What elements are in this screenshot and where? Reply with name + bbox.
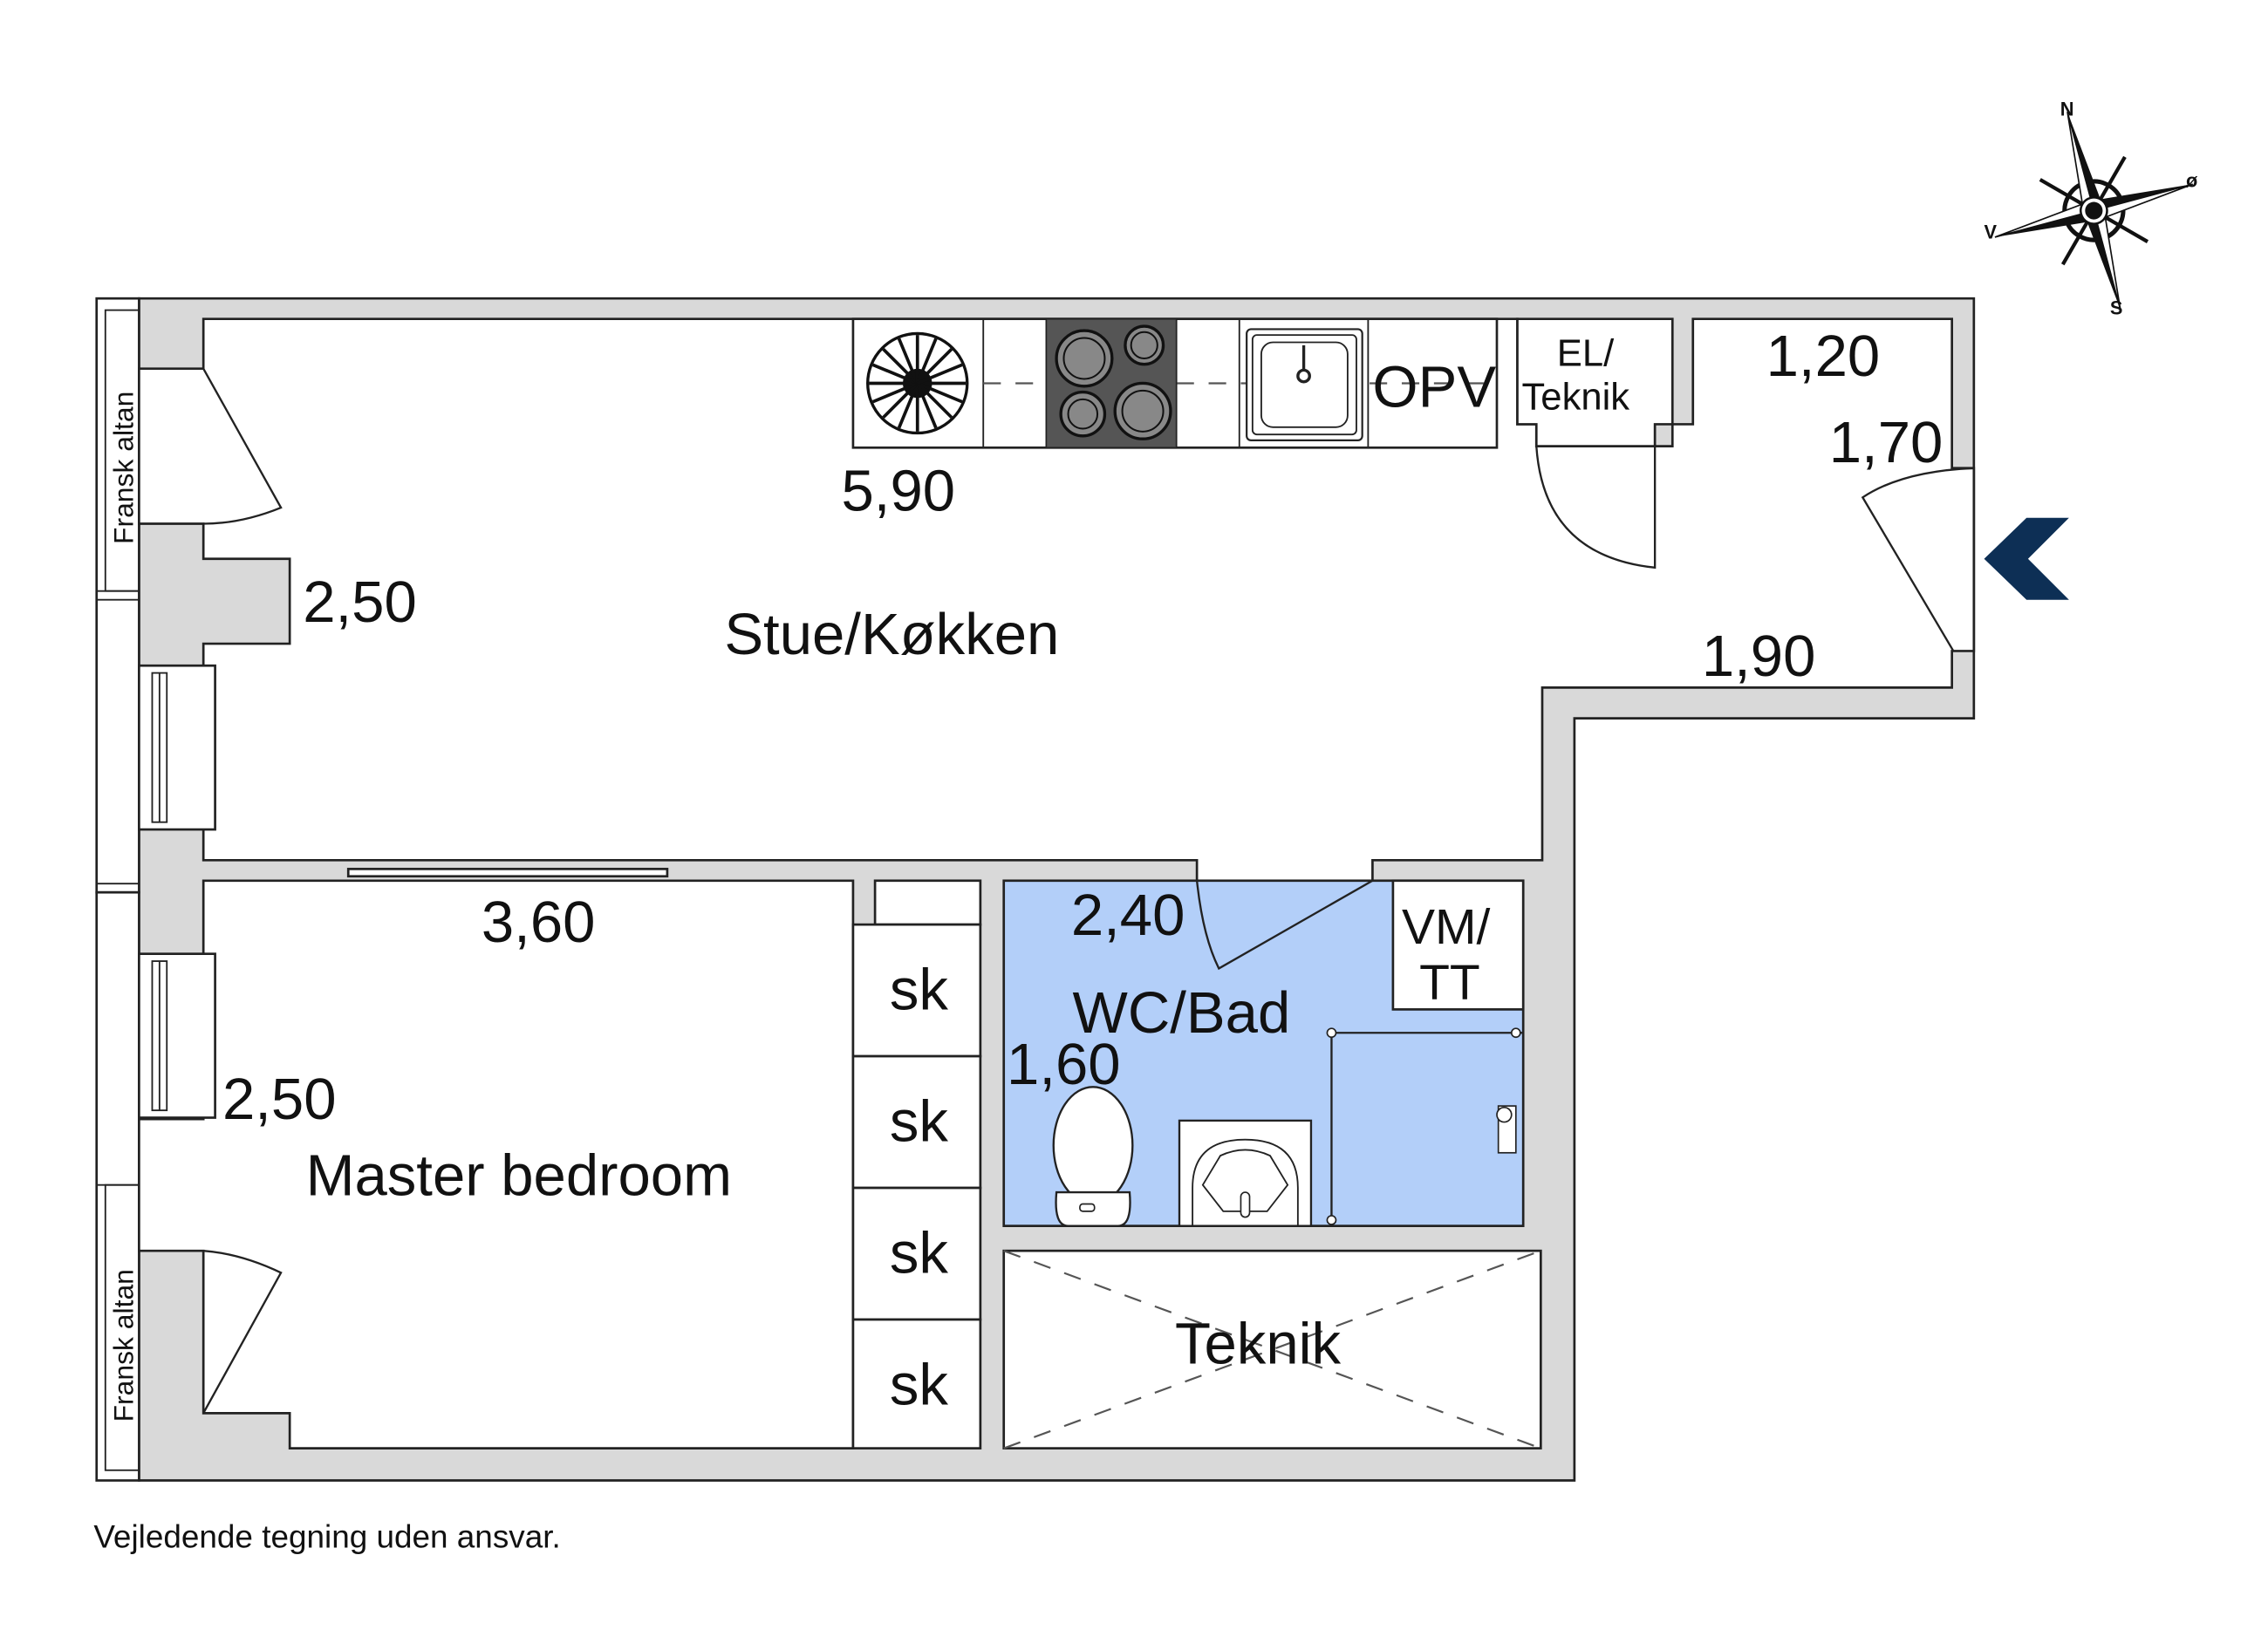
french-balcony-bottom: Fransk altan: [95, 883, 140, 1482]
entry-door[interactable]: [1861, 467, 1974, 652]
washer-dryer-label: VM/: [1402, 899, 1491, 955]
window-bedroom: [138, 952, 216, 1119]
window-living: [138, 664, 216, 831]
fan-spoke: [917, 363, 963, 385]
el-closet-label: Teknik: [1522, 377, 1630, 419]
entry-arrow-icon: [1984, 517, 2069, 600]
sliding-door[interactable]: [346, 868, 669, 878]
washer-dryer-label: TT: [1419, 955, 1480, 1011]
compass-north: N: [2060, 99, 2074, 120]
fan-spoke: [882, 382, 919, 419]
fan-spoke: [917, 381, 963, 404]
dim-hall-c: 1,90: [1702, 624, 1816, 689]
fan-spoke: [882, 348, 919, 385]
compass-east: ø: [2186, 170, 2198, 192]
dim-kitchen: 5,90: [842, 458, 956, 523]
compass-south: S: [2110, 297, 2123, 319]
balcony-label: Fransk altan: [108, 1269, 140, 1422]
room-technical: Teknik: [1002, 1249, 1542, 1449]
wardrobe[interactable]: [851, 1318, 982, 1449]
french-balcony-top: Fransk altan: [95, 297, 140, 894]
closet-door[interactable]: [1535, 424, 1657, 570]
balcony-door-top: [202, 368, 283, 525]
kitchen-sink-icon: [1246, 328, 1363, 441]
room-label-living: Stue/Køkken: [724, 602, 1059, 667]
room-living-kitchen: [138, 317, 1976, 883]
dim-living-window: 2,50: [303, 570, 417, 635]
fan-spoke: [916, 382, 953, 419]
fan-spoke: [871, 381, 919, 404]
dishwasher-label: OPV: [1372, 354, 1496, 419]
bathroom-door[interactable]: [1195, 879, 1373, 971]
dim-bathroom-width: 2,40: [1071, 883, 1185, 948]
fan-spoke: [897, 338, 919, 385]
fan-spoke: [871, 363, 919, 385]
room-label-bedroom: Master bedroom: [306, 1142, 732, 1208]
shower-enclosure: [1330, 1032, 1524, 1224]
compass-west: V: [1984, 221, 1998, 242]
wardrobe-label: sk: [890, 1220, 949, 1286]
dim-hall-a: 1,20: [1766, 324, 1881, 389]
wardrobe[interactable]: [851, 923, 982, 1058]
wardrobe-label: sk: [890, 957, 949, 1022]
washer-dryer: [1391, 879, 1525, 1011]
fan-spoke: [897, 382, 919, 429]
wardrobe-label: sk: [890, 1352, 949, 1417]
kitchen-counter: OPV: [851, 317, 1499, 449]
dim-hall-b: 1,70: [1829, 410, 1944, 475]
disclaimer: Vejledende tegning uden ansvar.: [93, 1519, 560, 1555]
el-closet-label: EL/: [1557, 332, 1615, 374]
room-bathroom: VM/ TT 2,40 WC/Bad 1,60: [1002, 879, 1525, 1227]
cooktop-icon: [1045, 317, 1178, 449]
toilet-icon: [1052, 1086, 1134, 1227]
room-label-bathroom: WC/Bad: [1073, 980, 1291, 1046]
balcony-label: Fransk altan: [108, 392, 140, 544]
wardrobe-column: sk sk sk sk: [851, 879, 982, 1449]
fan-spoke: [916, 382, 938, 429]
el-closet: EL/ Teknik: [1516, 317, 1674, 570]
fan-spoke: [916, 348, 953, 385]
wardrobe[interactable]: [851, 1054, 982, 1190]
dim-bedroom-width: 3,60: [482, 890, 596, 955]
compass-icon: [1994, 111, 2194, 310]
fan-spoke: [916, 338, 938, 385]
dim-bathroom-depth: 1,60: [1007, 1032, 1121, 1097]
room-label-technical: Teknik: [1175, 1311, 1342, 1376]
sink-icon: [1178, 1119, 1313, 1227]
wardrobe[interactable]: [851, 1186, 982, 1321]
fan-icon: [866, 331, 969, 435]
balcony-door-bottom: [202, 1249, 283, 1414]
wardrobe-label: sk: [890, 1088, 949, 1154]
shower-head-icon: [1496, 1105, 1517, 1154]
dim-bedroom-window: 2,50: [222, 1067, 337, 1132]
